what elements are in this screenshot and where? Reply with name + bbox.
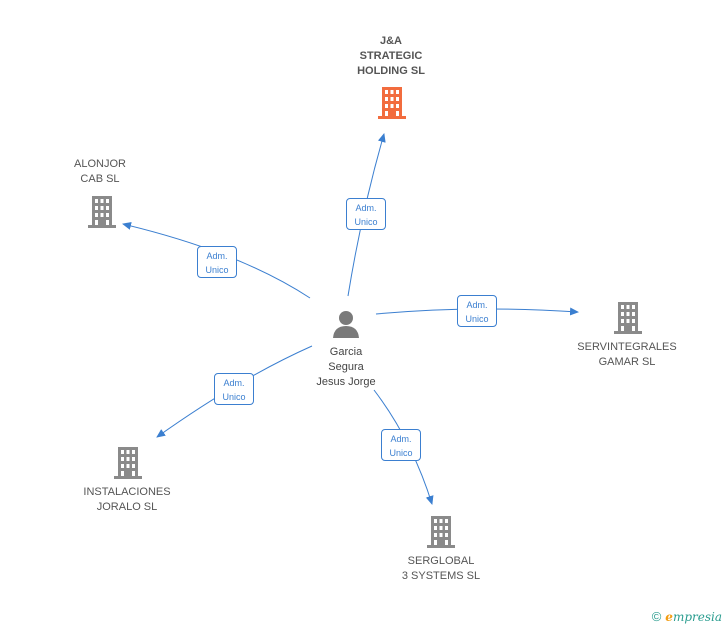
relation-badge-alonjor: Adm. Unico — [197, 246, 237, 278]
company-label-servintegrales[interactable]: SERVINTEGRALES GAMAR SL — [577, 341, 677, 368]
person-name[interactable]: Garcia Segura Jesus Jorge — [316, 346, 376, 388]
building-icon-instalaciones[interactable] — [112, 446, 144, 480]
building-icon-serglobal[interactable] — [425, 515, 457, 549]
building-icon-servintegrales[interactable] — [612, 301, 644, 335]
company-label-alonjor[interactable]: ALONJOR CAB SL — [74, 158, 126, 185]
relation-badge-instalaciones: Adm. Unico — [214, 373, 254, 405]
relation-badge-serglobal: Adm. Unico — [381, 429, 421, 461]
building-icon-alonjor[interactable] — [86, 195, 118, 229]
building-icon-ja[interactable] — [376, 86, 408, 120]
person-icon[interactable] — [330, 308, 362, 340]
company-label-serglobal[interactable]: SERGLOBAL 3 SYSTEMS SL — [401, 555, 481, 582]
company-label-ja[interactable]: J&A STRATEGIC HOLDING SL — [357, 35, 425, 77]
copyright-notice: ©empresia — [652, 609, 722, 624]
brand-logo: empresia — [665, 610, 722, 624]
copyright-icon: © — [651, 609, 662, 624]
relation-badge-ja: Adm. Unico — [346, 198, 386, 230]
relation-badge-servintegrales: Adm. Unico — [457, 295, 497, 327]
company-label-instalaciones[interactable]: INSTALACIONES JORALO SL — [83, 486, 171, 513]
